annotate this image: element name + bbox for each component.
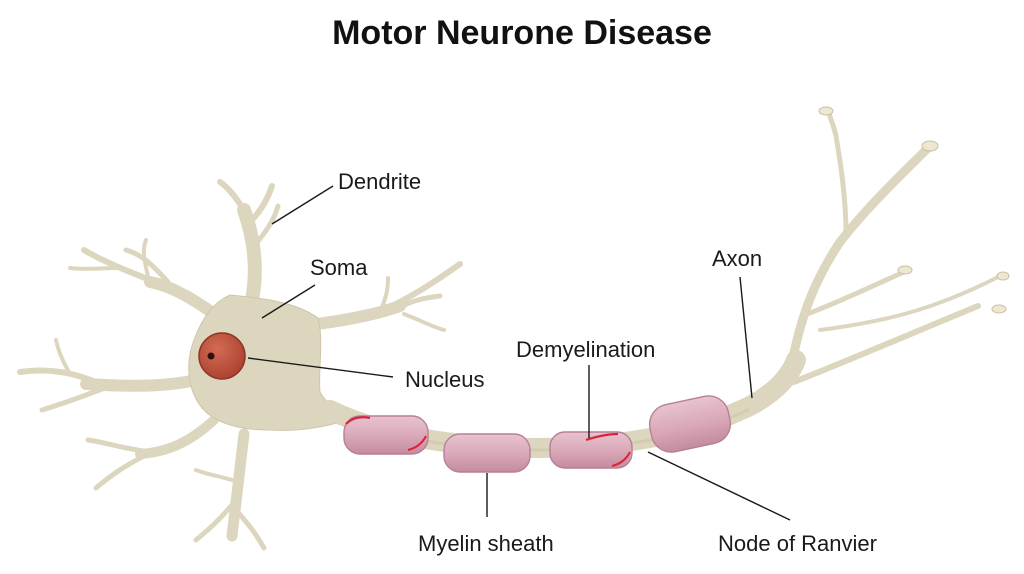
diagram-title: Motor Neurone Disease	[332, 14, 712, 52]
dendrites	[17, 179, 463, 551]
myelin-segment-2	[443, 433, 531, 473]
nucleus	[198, 332, 246, 380]
leader-lines	[247, 185, 791, 521]
label-node-of-ranvier: Node of Ranvier	[718, 531, 877, 556]
label-nucleus: Nucleus	[405, 367, 484, 392]
label-dendrite: Dendrite	[338, 169, 421, 194]
soma-body	[188, 294, 354, 431]
myelin-sheaths	[343, 395, 732, 473]
label-soma: Soma	[310, 255, 368, 280]
myelin-segment-3	[549, 431, 633, 469]
label-demyelination: Demyelination	[516, 337, 655, 362]
terminal-buttons	[818, 106, 1010, 314]
axon-terminals	[785, 107, 1002, 385]
label-myelin-sheath: Myelin sheath	[418, 531, 554, 556]
myelin-segment-1	[343, 415, 429, 455]
myelin-segment-4	[648, 395, 732, 453]
label-axon: Axon	[712, 246, 762, 271]
